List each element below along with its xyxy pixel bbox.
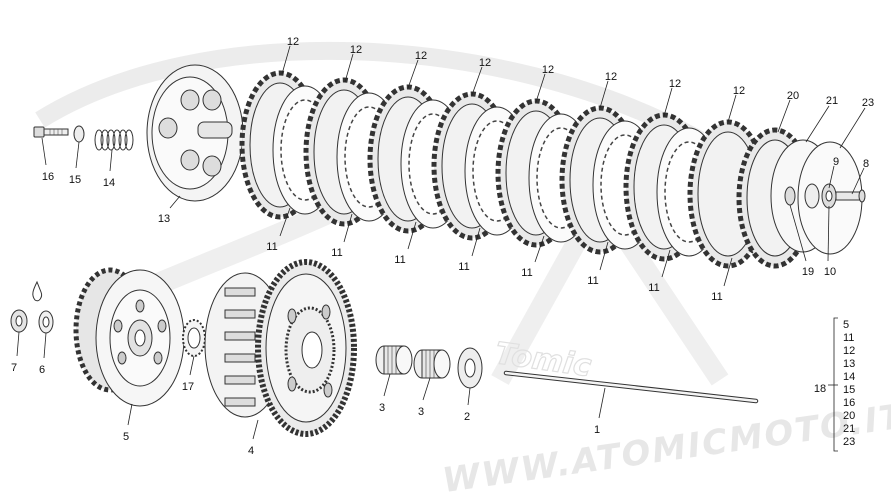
callout-12: 12	[287, 36, 299, 48]
part-needle-bearing-3	[413, 349, 451, 379]
callout-14: 14	[103, 177, 115, 189]
callout-4: 4	[248, 445, 254, 457]
callout-3: 3	[379, 402, 385, 414]
callout-6: 6	[39, 364, 45, 376]
callout-12: 12	[542, 64, 554, 76]
callout-5: 5	[123, 431, 129, 443]
callout-21: 21	[826, 95, 838, 107]
clutch-plate-stack	[239, 70, 866, 269]
part-nut-7	[10, 280, 42, 333]
part-thrust-washer-2	[457, 347, 483, 389]
part-inner-hub-5	[73, 267, 185, 407]
callout-11: 11	[648, 282, 659, 294]
kit-list-item: 20	[843, 410, 855, 422]
upper-assembly	[33, 64, 866, 269]
part-washer-17	[182, 319, 206, 357]
part-spring-14	[94, 129, 134, 151]
part-pushrod-8	[835, 189, 866, 203]
callout-3: 3	[418, 406, 424, 418]
part-bolt-16	[33, 126, 69, 138]
kit-list-item: 12	[843, 345, 855, 357]
lower-assembly	[10, 259, 759, 437]
part-lockwasher-6	[38, 310, 54, 334]
part-washer-15	[73, 125, 85, 143]
callout-17: 17	[182, 381, 194, 393]
callout-2: 2	[464, 411, 470, 423]
kit-list-item: 23	[843, 436, 855, 448]
callout-12: 12	[479, 57, 491, 69]
callout-11: 11	[587, 275, 598, 287]
callout-11: 11	[266, 241, 277, 253]
plate-23	[797, 141, 863, 255]
kit-list-item: 5	[843, 319, 849, 331]
callout-20: 20	[787, 90, 799, 102]
callout-11: 11	[458, 261, 469, 273]
callout-23: 23	[862, 97, 874, 109]
callout-11: 11	[711, 291, 722, 303]
kit-list-item: 11	[843, 332, 854, 344]
callout-15: 15	[69, 174, 81, 186]
kit-list-item: 15	[843, 384, 855, 396]
callout-13: 13	[158, 213, 170, 225]
leader-lines	[16, 45, 866, 452]
watermark-url: WWW.ATOMICMOTO.IT	[440, 396, 891, 494]
callout-18: 18	[814, 383, 826, 395]
callout-11: 11	[331, 247, 342, 259]
callout-9: 9	[833, 156, 839, 168]
part-clutch-basket-4	[204, 259, 357, 437]
part-pressure-plate-13	[146, 64, 244, 202]
part-needle-bearing-3	[375, 345, 413, 375]
callout-1: 1	[594, 424, 600, 436]
kit-list-item: 21	[843, 423, 855, 435]
callout-16: 16	[42, 171, 54, 183]
callout-11: 11	[394, 254, 405, 266]
kit-list-item: 13	[843, 358, 855, 370]
callout-7: 7	[11, 362, 17, 374]
part-pushrod-1	[503, 370, 759, 404]
kit-list-item: 14	[843, 371, 855, 383]
callout-11: 11	[521, 267, 532, 279]
callout-12: 12	[669, 78, 681, 90]
callout-10: 10	[824, 266, 836, 278]
callout-19: 19	[802, 266, 814, 278]
callout-8: 8	[863, 158, 869, 170]
callout-12: 12	[605, 71, 617, 83]
callout-12: 12	[415, 50, 427, 62]
callout-12: 12	[733, 85, 745, 97]
kit-list-item: 16	[843, 397, 855, 409]
callout-12: 12	[350, 44, 362, 56]
